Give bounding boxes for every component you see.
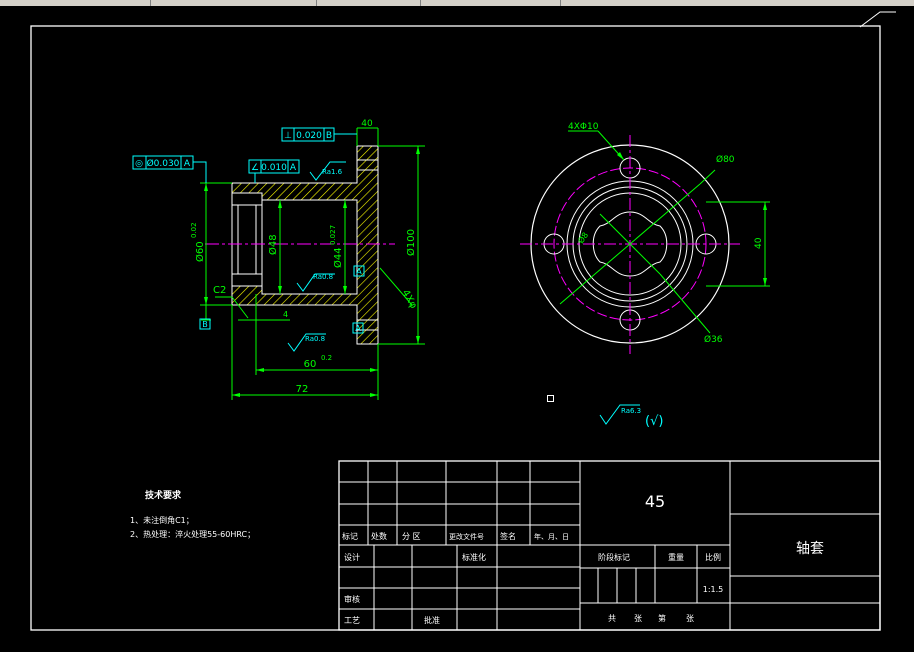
row-approve: 批准 xyxy=(424,615,440,625)
dim-front-inner: Ø8 xyxy=(575,230,590,245)
datum-a-marker: A xyxy=(352,322,364,334)
svg-text:A: A xyxy=(356,267,362,276)
tol-concentric-value: Ø0.030 xyxy=(147,158,180,169)
svg-text:Ra1.6: Ra1.6 xyxy=(322,168,343,176)
toolbar-separator xyxy=(316,0,317,6)
toolbar-separator xyxy=(560,0,561,6)
dim-bore-48: Ø48 xyxy=(267,234,279,255)
row-weight: 重量 xyxy=(668,552,684,562)
section-hatch xyxy=(231,145,379,345)
header-mark: 标记 xyxy=(342,531,358,541)
dim-front-40: 40 xyxy=(754,237,764,249)
dim-bore-44-tol: 0.027 xyxy=(329,225,337,245)
toolbar-separator xyxy=(150,0,151,6)
dimension-arrows xyxy=(204,146,420,397)
tol-angularity-value: 0.010 xyxy=(261,163,287,173)
tol-concentric-frame: ◎ Ø0.030 A xyxy=(132,155,207,183)
tol-angularity-frame: ∠ 0.010 A xyxy=(248,159,300,183)
dim-od-left: Ø60 xyxy=(194,241,206,262)
datum-b-marker: B xyxy=(199,318,211,330)
selection-grip[interactable] xyxy=(547,395,554,402)
dimension-lines xyxy=(200,127,425,400)
viewer-right-edge xyxy=(892,6,914,652)
dim-length-60: 60 xyxy=(304,359,317,370)
toolbar-separator xyxy=(420,0,421,6)
row-scale: 比例 xyxy=(705,552,721,562)
sheet-total: 共 xyxy=(608,614,616,623)
scale-value: 1:1.5 xyxy=(703,585,724,594)
dim-length-72: 72 xyxy=(296,384,309,395)
dim-front-80: Ø80 xyxy=(716,154,735,165)
part-name: 轴套 xyxy=(796,541,824,557)
tech-req-item: 2、热处理：淬火处理55-60HRC； xyxy=(130,529,255,539)
roughness-mark-2: Ra0.8 xyxy=(296,273,335,292)
dim-front-holes: 4XΦ10 xyxy=(568,122,599,132)
material-value: 45 xyxy=(645,492,665,511)
sheet-page: 张 xyxy=(686,614,694,623)
dim-chamfer: C2 xyxy=(213,285,226,296)
sheet-count: 张 xyxy=(634,614,642,623)
tol-angularity-datum: A xyxy=(290,163,297,173)
tol-concentric-datum: A xyxy=(184,159,191,169)
dim-length-60-tol: 0.2 xyxy=(321,354,332,362)
angularity-icon: ∠ xyxy=(251,163,259,173)
frame-corner-mark xyxy=(859,11,896,28)
tech-req-item: 1、未注倒角C1； xyxy=(130,515,194,525)
row-process: 工艺 xyxy=(344,616,360,625)
tol-perpendicular-frame: ⊥ 0.020 B xyxy=(281,127,357,142)
row-design: 设计 xyxy=(344,552,360,562)
tech-requirements: 技术要求 1、未注倒角C1； 2、热处理：淬火处理55-60HRC； xyxy=(130,489,255,539)
svg-text:Ra6.3: Ra6.3 xyxy=(621,407,641,415)
tech-req-title: 技术要求 xyxy=(145,489,182,501)
concentricity-icon: ◎ xyxy=(135,159,143,169)
tol-perpendicular-datum: B xyxy=(326,131,332,141)
svg-text:A: A xyxy=(355,324,361,333)
front-arrows xyxy=(617,152,767,286)
roughness-mark-1: Ra1.6 xyxy=(309,161,346,181)
row-review: 审核 xyxy=(344,594,360,604)
header-sign: 签名 xyxy=(500,531,516,541)
header-doc: 更改文件号 xyxy=(449,532,484,541)
row-standard: 标准化 xyxy=(462,552,486,562)
roughness-mark-3: Ra0.8 xyxy=(287,333,326,352)
front-dimension-lines xyxy=(559,130,770,334)
sheet-index: 第 xyxy=(658,613,666,623)
dim-outer-100: Ø100 xyxy=(405,229,417,256)
side-section-view: 72 60 0.2 4 40 C2 Ø60 0.02 Ø48 Ø44 0.027… xyxy=(132,119,425,400)
tol-perpendicular-value: 0.020 xyxy=(296,131,322,141)
general-roughness: Ra6.3 (√) xyxy=(599,404,663,429)
header-zone: 分 区 xyxy=(402,532,421,541)
dim-step-4: 4 xyxy=(283,310,288,319)
dim-holes-side: 4Xφ xyxy=(399,288,419,311)
section-outline xyxy=(231,159,378,331)
datum-a-top-marker: A xyxy=(353,265,365,277)
viewer-toolbar[interactable] xyxy=(0,0,914,6)
svg-text:Ra0.8: Ra0.8 xyxy=(305,335,325,343)
dim-od-left-tol: 0.02 xyxy=(190,222,198,238)
header-count: 处数 xyxy=(371,531,387,541)
dim-bore-44: Ø44 xyxy=(332,247,344,268)
perpendicularity-icon: ⊥ xyxy=(284,131,292,141)
row-stage: 阶段标记 xyxy=(598,552,630,562)
svg-text:B: B xyxy=(202,320,208,329)
dim-front-36: Ø36 xyxy=(704,334,723,345)
header-date: 年、月、日 xyxy=(534,532,569,541)
roughness-suffix: (√) xyxy=(645,414,663,429)
svg-text:Ra0.8: Ra0.8 xyxy=(313,273,333,281)
front-view: 4XΦ10 Ø80 40 Ø36 Ø8 xyxy=(520,122,770,354)
dim-flange-width: 40 xyxy=(361,119,373,129)
title-block-grid xyxy=(338,460,881,631)
